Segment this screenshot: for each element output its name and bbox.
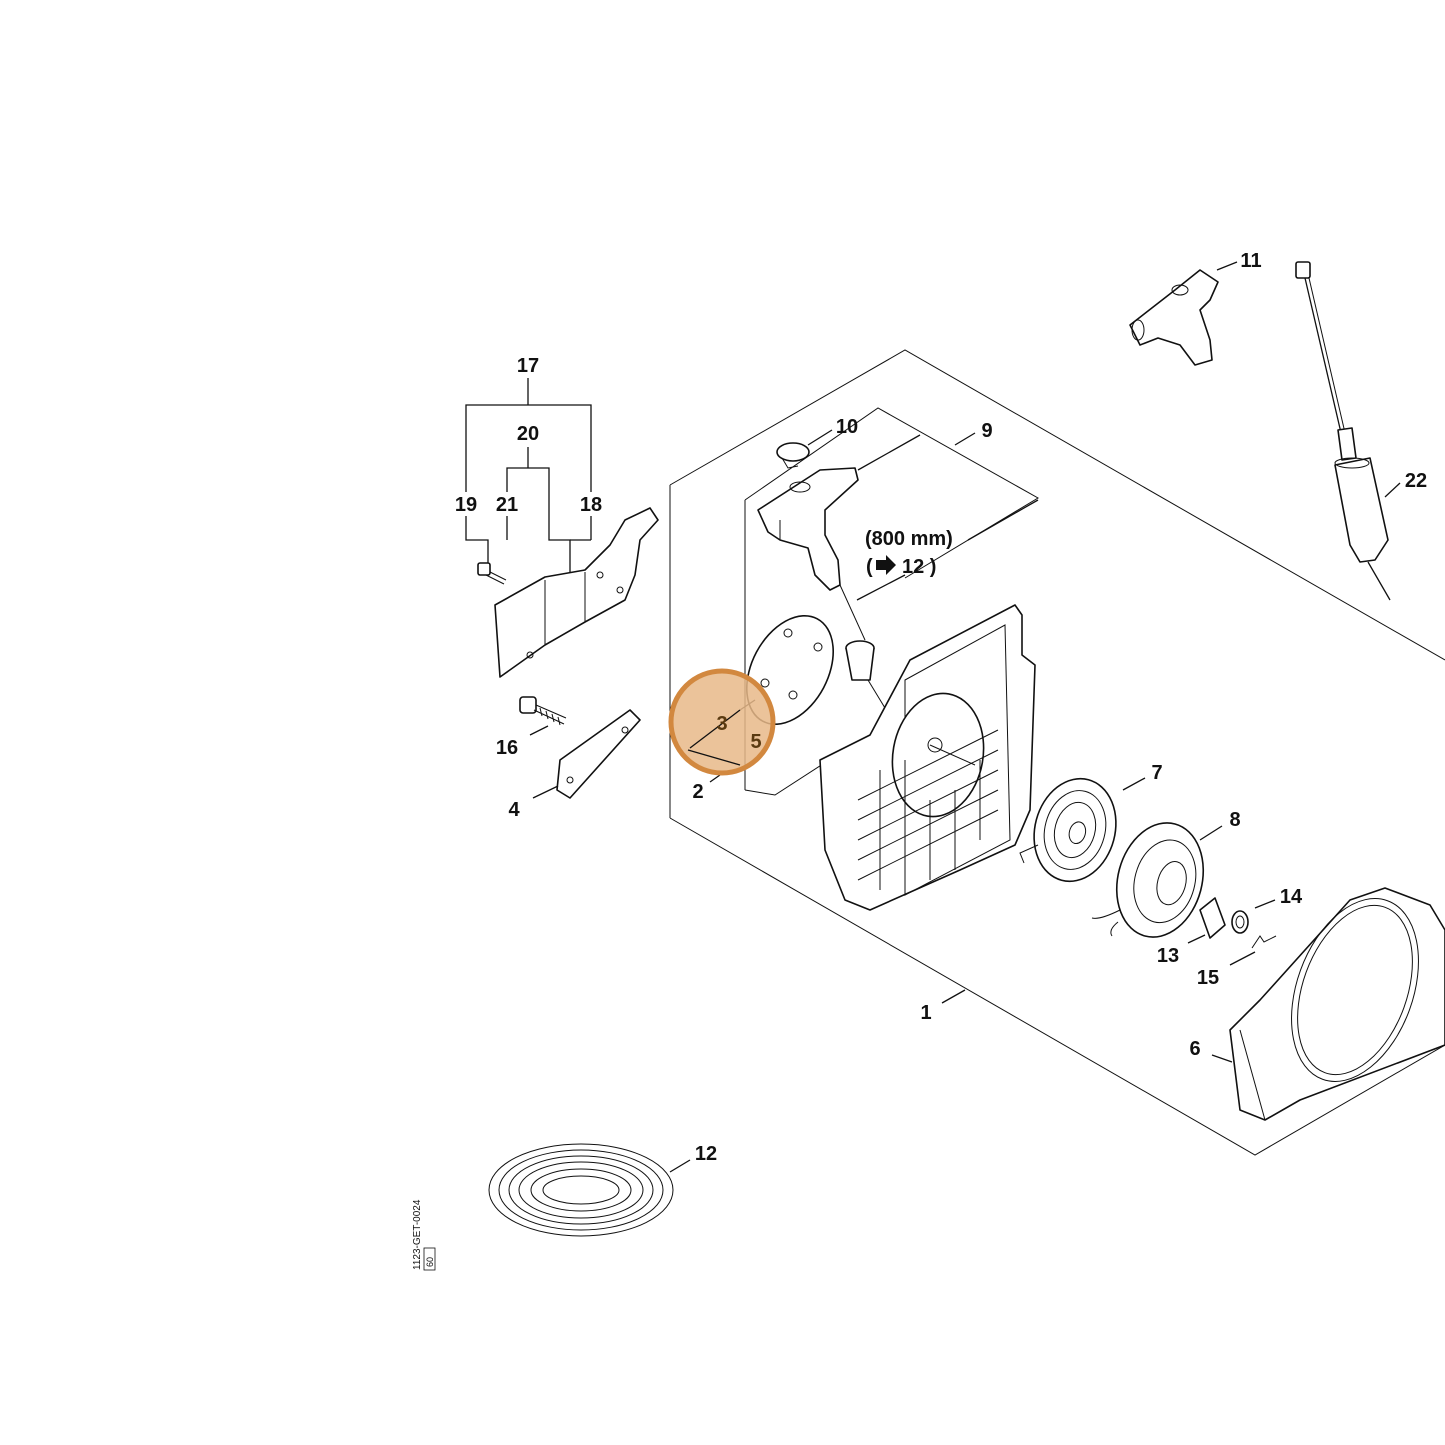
drawing-code-text: 1123-GET-0024 (412, 1199, 423, 1270)
callout-1[interactable]: 1 (920, 1002, 931, 1024)
callout-2[interactable]: 2 (692, 781, 703, 803)
rope-ref-text: 12 ) (902, 556, 936, 578)
callout-10[interactable]: 10 (836, 416, 858, 438)
cover-plate-part (494, 507, 659, 678)
grommet-10-part (776, 442, 810, 469)
rope-bushing-part (845, 640, 886, 709)
callout-16[interactable]: 16 (496, 737, 518, 759)
drawing-code-box: 60 (425, 1257, 435, 1267)
callout-6[interactable]: 6 (1189, 1038, 1200, 1060)
screw-19-part (477, 562, 507, 585)
callout-17[interactable]: 17 (517, 355, 539, 377)
rope-ref-open-paren: ( (866, 556, 873, 578)
pawl-13-part (1199, 897, 1226, 939)
callout-14[interactable]: 14 (1280, 886, 1303, 908)
cable-22-part (1295, 261, 1391, 601)
handle-11-part (1129, 269, 1219, 366)
callout-15[interactable]: 15 (1197, 967, 1219, 989)
callout-8[interactable]: 8 (1229, 809, 1240, 831)
drawing-code: 1123-GET-0024 60 (412, 1199, 436, 1271)
rope-length-note: (800 mm) ( 12 ) (865, 528, 953, 578)
callout-19[interactable]: 19 (455, 494, 477, 516)
clip-15-part (1251, 935, 1277, 949)
starter-handle-9-part (757, 467, 866, 641)
washer-14-part (1231, 910, 1249, 934)
rope-rotor-8-part (1091, 822, 1205, 938)
callout-9[interactable]: 9 (981, 420, 992, 442)
rope-length-text: (800 mm) (865, 528, 953, 550)
cover-6-part (1229, 887, 1445, 1121)
callout-7[interactable]: 7 (1151, 762, 1162, 784)
arrow-right-icon (876, 555, 896, 575)
callout-20[interactable]: 20 (517, 423, 539, 445)
callout-4[interactable]: 4 (508, 799, 520, 821)
callout-21[interactable]: 21 (496, 494, 518, 516)
callout-11[interactable]: 11 (1240, 250, 1261, 272)
callout-18[interactable]: 18 (580, 494, 602, 516)
callout-labels: 1 2 4 6 7 8 9 10 11 12 13 14 15 16 17 18… (455, 250, 1427, 1165)
leader-lines (529, 261, 1401, 1173)
callout-5[interactable]: 5 (750, 731, 761, 753)
fan-housing-1-part (819, 604, 1036, 911)
bracket-tree (465, 378, 592, 575)
highlight-marker: 3 5 (668, 668, 776, 776)
rope-coil-12-part (488, 1143, 674, 1237)
callout-12[interactable]: 12 (695, 1143, 717, 1165)
plate-4-part (556, 709, 641, 799)
assembly-outline (669, 349, 1445, 1156)
callout-22[interactable]: 22 (1405, 470, 1427, 492)
callout-3[interactable]: 3 (716, 713, 727, 735)
screw-16-part (519, 696, 567, 726)
spring-7-part (1019, 777, 1117, 883)
callout-13[interactable]: 13 (1157, 945, 1179, 967)
